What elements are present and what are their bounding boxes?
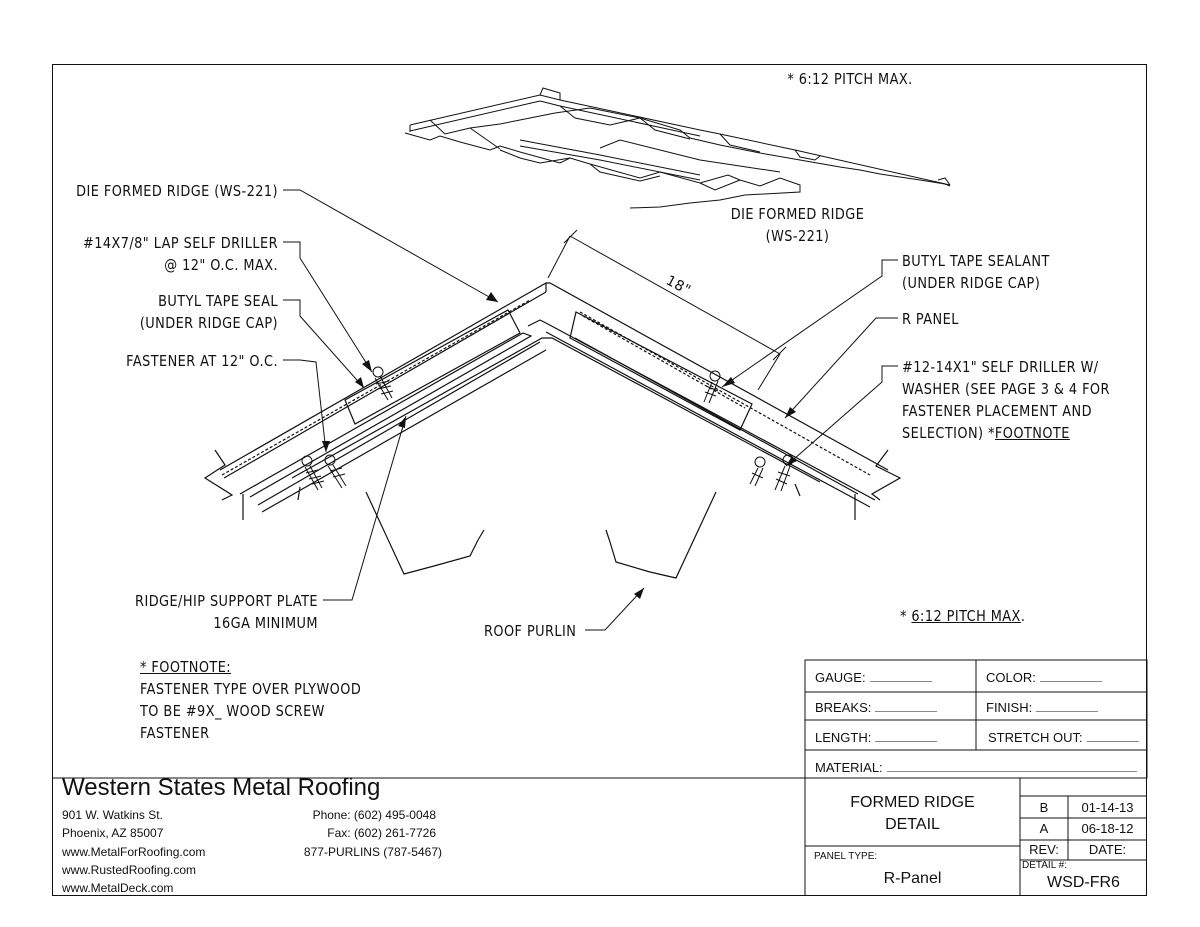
- callout-r-panel: R PANEL: [902, 310, 959, 328]
- callout-support-plate-2: 16GA MINIMUM: [213, 614, 318, 632]
- callout-self-driller-2: WASHER (SEE PAGE 3 & 4 FOR: [902, 380, 1110, 398]
- company-website-3[interactable]: www.MetalDeck.com: [62, 881, 174, 895]
- detail-number: WSD-FR6: [1047, 874, 1120, 891]
- drawing-title-line-1: FORMED RIDGE: [850, 794, 975, 811]
- drawing-title-line-2: DETAIL: [885, 816, 940, 833]
- callout-self-driller-4: SELECTION) *FOOTNOTE: [902, 424, 1070, 442]
- rev-header: REV:: [1029, 842, 1059, 857]
- revision-b-date: 01-14-13: [1081, 800, 1134, 815]
- pitch-note-bottom: * 6:12 PITCH MAX.: [900, 607, 1026, 625]
- leader-lines: [283, 189, 898, 631]
- company-phone: Phone: (602) 495-0048: [312, 808, 436, 822]
- callout-die-formed-ridge-iso-2: (WS-221): [765, 227, 830, 245]
- callout-lap-driller-1: #14X7/8" LAP SELF DRILLER: [82, 234, 278, 252]
- fastener-left-inner: [324, 454, 347, 489]
- callout-self-driller-3: FASTENER PLACEMENT AND: [902, 402, 1092, 420]
- callout-butyl-seal-1: BUTYL TAPE SEAL: [158, 292, 278, 310]
- revision-a-date: 06-18-12: [1081, 821, 1134, 836]
- panel-type-label: PANEL TYPE:: [814, 851, 878, 862]
- dimension-18in: [547, 229, 787, 391]
- callout-die-formed-ridge: DIE FORMED RIDGE (WS-221): [76, 182, 279, 200]
- footnote-reference: FOOTNOTE: [994, 424, 1070, 442]
- fastener-left-outer: [301, 455, 325, 491]
- stretch-out-field: STRETCH OUT:: [988, 730, 1139, 745]
- company-fax: Fax: (602) 261-7726: [327, 826, 436, 840]
- footnote-line-3: FASTENER: [140, 724, 210, 742]
- length-field: LENGTH:: [815, 730, 938, 745]
- company-name: Western States Metal Roofing: [62, 774, 381, 801]
- company-website-1[interactable]: www.MetalForRoofing.com: [62, 845, 206, 859]
- revision-a: A: [1039, 821, 1049, 836]
- pitch-note-top: * 6:12 PITCH MAX.: [787, 70, 913, 88]
- title-block-grid: [52, 777, 1147, 896]
- callout-butyl-sealant-1: BUTYL TAPE SEALANT: [902, 252, 1050, 270]
- arrowheads: [322, 292, 797, 599]
- callout-fastener-12: FASTENER AT 12" O.C.: [126, 352, 278, 370]
- footnote-line-1: FASTENER TYPE OVER PLYWOOD: [140, 680, 362, 698]
- company-website-2[interactable]: www.RustedRoofing.com: [62, 863, 197, 877]
- callout-butyl-sealant-2: (UNDER RIDGE CAP): [902, 274, 1041, 292]
- company-address-1: 901 W. Watkins St.: [62, 808, 163, 822]
- color-field: COLOR:: [986, 670, 1102, 685]
- date-header: DATE:: [1088, 842, 1127, 857]
- callout-butyl-seal-2: (UNDER RIDGE CAP): [139, 314, 278, 332]
- breaks-field: BREAKS:: [815, 700, 938, 715]
- drawing-sheet-border: [52, 64, 1147, 896]
- fastener-screws: [301, 366, 794, 492]
- callout-die-formed-ridge-iso-1: DIE FORMED RIDGE: [730, 205, 865, 223]
- panel-type-value: R-Panel: [883, 870, 942, 887]
- company-tollfree: 877-PURLINS (787-5467): [303, 845, 442, 859]
- footnote-title: * FOOTNOTE:: [140, 658, 232, 676]
- callout-support-plate-1: RIDGE/HIP SUPPORT PLATE: [135, 592, 318, 610]
- material-field: MATERIAL:: [815, 760, 1137, 775]
- callout-roof-purlin: ROOF PURLIN: [484, 622, 577, 640]
- lap-self-driller-right: [703, 370, 721, 404]
- callout-self-driller-1: #12-14X1" SELF DRILLER W/: [902, 358, 1099, 376]
- detail-number-label: DETAIL #:: [1022, 860, 1068, 871]
- callout-lap-driller-2: @ 12" O.C. MAX.: [164, 256, 278, 274]
- fastener-right-inner: [749, 456, 766, 487]
- lap-self-driller-left: [372, 366, 394, 401]
- ridge-cap-isometric-sketch: [404, 87, 951, 209]
- footnote-line-2: TO BE #9X_ WOOD SCREW: [140, 702, 325, 720]
- revision-b: B: [1039, 800, 1049, 815]
- company-address-2: Phoenix, AZ 85007: [62, 826, 164, 840]
- finish-field: FINISH:: [986, 700, 1099, 715]
- gauge-field: GAUGE:: [815, 670, 932, 685]
- ridge-section: [203, 282, 902, 579]
- spec-box-grid: [804, 659, 1148, 779]
